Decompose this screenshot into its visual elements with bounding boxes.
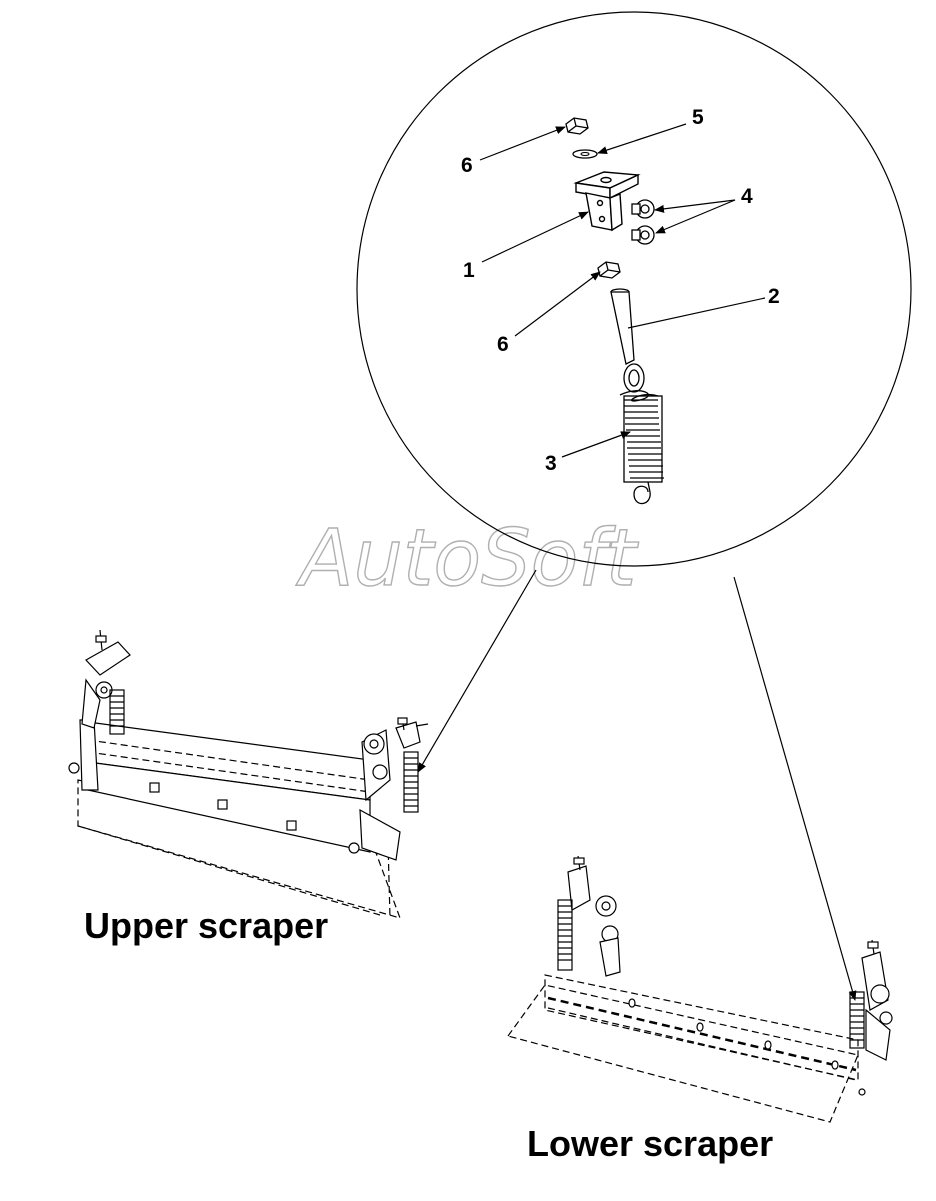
washer-part-5	[572, 149, 598, 159]
upper-scraper-caption: Upper scraper	[84, 905, 329, 946]
bracket-part-1	[573, 171, 641, 232]
callout-leaders	[479, 123, 766, 458]
spring-part-3	[619, 390, 664, 505]
callout-6-top: 6	[461, 154, 473, 177]
callout-2: 2	[768, 285, 780, 308]
leader-to-lower-scraper	[733, 576, 857, 1001]
washer-hole	[580, 152, 590, 156]
upper-scraper-assembly	[68, 629, 429, 919]
callout-6-lower: 6	[497, 333, 509, 356]
callout-5: 5	[692, 106, 704, 129]
nut-part-6-top	[565, 117, 589, 135]
callout-1: 1	[463, 259, 475, 282]
nut-part-6-lower	[597, 261, 621, 279]
callout-3: 3	[545, 452, 557, 475]
detail-circle	[356, 11, 912, 567]
lower-scraper-assembly	[507, 855, 893, 1123]
leader-to-upper-scraper	[417, 569, 537, 773]
watermark-text: AutoSoft	[295, 514, 639, 604]
callout-4: 4	[741, 185, 753, 208]
rod-part-2	[610, 288, 645, 393]
lower-scraper-caption: Lower scraper	[527, 1123, 774, 1164]
bolts-part-4	[631, 199, 655, 245]
